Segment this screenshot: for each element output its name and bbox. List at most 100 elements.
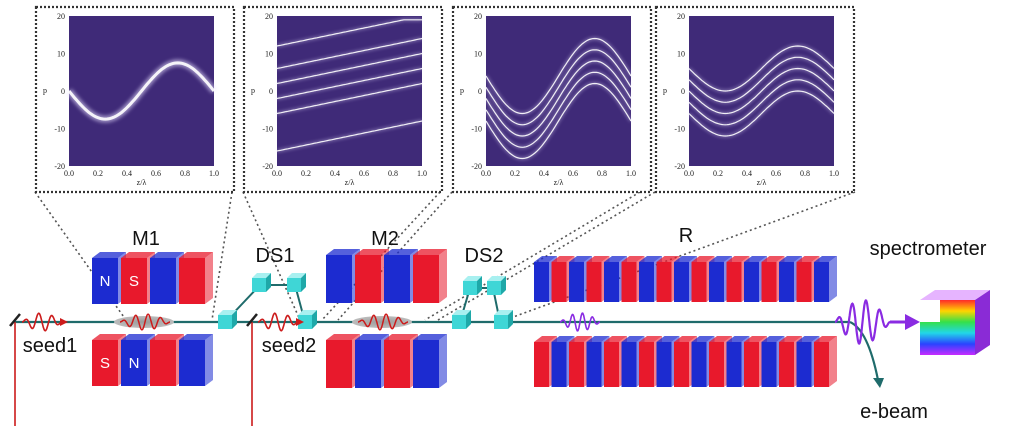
y-tick-label: 0 bbox=[269, 87, 273, 96]
y-tick-label: -20 bbox=[54, 162, 65, 171]
m1-wave bbox=[120, 313, 170, 331]
magnet-top bbox=[534, 336, 557, 342]
magnet-top bbox=[796, 336, 820, 342]
magnet-block: N bbox=[121, 334, 155, 386]
magnet-block bbox=[814, 256, 837, 302]
magnet-pole-label: N bbox=[129, 355, 140, 372]
dipole-top bbox=[298, 310, 317, 315]
magnet-top bbox=[586, 256, 610, 262]
magnet-top bbox=[121, 334, 155, 340]
dipole-face bbox=[298, 315, 312, 329]
seed2-arrow bbox=[296, 318, 304, 326]
magnet-top bbox=[726, 336, 750, 342]
phase-curve bbox=[276, 120, 423, 152]
label-m2: M2 bbox=[371, 228, 399, 250]
magnet-face bbox=[744, 342, 759, 387]
magnet-block bbox=[384, 334, 418, 388]
x-tick-label: 0.6 bbox=[151, 169, 161, 178]
magnet-block bbox=[150, 252, 184, 304]
x-tick-label: 0.2 bbox=[510, 169, 520, 178]
chicane-dipole bbox=[252, 273, 271, 292]
ds1-path bbox=[224, 284, 306, 323]
plot-area bbox=[277, 16, 422, 166]
dipole-top bbox=[252, 273, 271, 278]
chicane-dipole bbox=[298, 310, 317, 329]
magnet-top bbox=[674, 256, 697, 262]
magnet-top bbox=[355, 249, 389, 255]
magnet-top bbox=[814, 336, 837, 342]
magnet-top bbox=[604, 256, 627, 262]
magnet-top bbox=[779, 256, 802, 262]
magnet-top bbox=[384, 334, 418, 340]
phase-curve bbox=[276, 37, 423, 70]
magnet-face bbox=[586, 262, 602, 302]
y-tick-label: 20 bbox=[677, 12, 685, 21]
magnet-top bbox=[691, 336, 715, 342]
y-axis-label: p bbox=[43, 86, 47, 95]
radiator-wave bbox=[559, 312, 601, 332]
magnet-top bbox=[179, 252, 213, 258]
magnet-face bbox=[709, 342, 724, 387]
magnet-face bbox=[150, 340, 176, 386]
x-tick-label: 1.0 bbox=[417, 169, 427, 178]
dipole-side bbox=[232, 310, 237, 329]
chicane-dipole bbox=[494, 310, 513, 329]
magnet-face bbox=[814, 342, 829, 387]
y-tick-label: 0 bbox=[61, 87, 65, 96]
y-tick-label: 10 bbox=[265, 50, 273, 59]
magnet-block bbox=[179, 334, 213, 386]
label-seed2: seed2 bbox=[262, 335, 317, 357]
magnet-face bbox=[326, 340, 352, 388]
chicane-dipole bbox=[218, 310, 237, 329]
magnet-top bbox=[551, 256, 575, 262]
dipole-side bbox=[466, 310, 471, 329]
magnet-face bbox=[691, 342, 707, 387]
magnet-side bbox=[829, 336, 837, 387]
phase-curve bbox=[688, 79, 835, 126]
magnet-face bbox=[726, 262, 742, 302]
magnet-face bbox=[150, 258, 176, 304]
electron-beam-dump-path bbox=[849, 320, 880, 381]
x-axis-label: z/λ bbox=[137, 178, 147, 187]
dipole-face bbox=[218, 315, 232, 329]
magnet-block bbox=[586, 256, 610, 302]
dipole-face bbox=[452, 315, 466, 329]
y-tick-label: 0 bbox=[478, 87, 482, 96]
magnet-face bbox=[121, 258, 147, 304]
magnet-face bbox=[621, 342, 637, 387]
electron-beam-arrow bbox=[873, 378, 884, 388]
magnet-face bbox=[121, 340, 147, 386]
m2-wave bbox=[358, 313, 408, 331]
magnet-pole-label: S bbox=[129, 273, 139, 290]
magnet-face bbox=[179, 258, 205, 304]
magnet-side bbox=[205, 252, 213, 304]
phase-curve bbox=[276, 67, 423, 100]
x-tick-label: 1.0 bbox=[626, 169, 636, 178]
x-axis-label: z/λ bbox=[554, 178, 564, 187]
phase-curve bbox=[688, 56, 835, 103]
magnet-top bbox=[150, 334, 184, 340]
magnet-block bbox=[384, 249, 418, 303]
magnet-face bbox=[779, 342, 794, 387]
dipole-side bbox=[501, 276, 506, 295]
magnet-face bbox=[656, 262, 672, 302]
magnet-face bbox=[796, 262, 812, 302]
seed2-mirror bbox=[246, 313, 258, 327]
dipole-top bbox=[452, 310, 471, 315]
magnet-face bbox=[384, 340, 410, 388]
magnet-top bbox=[569, 256, 592, 262]
phase-curve bbox=[485, 60, 632, 137]
magnet-face bbox=[569, 262, 584, 302]
y-tick-label: 20 bbox=[57, 12, 65, 21]
magnet-top bbox=[569, 336, 592, 342]
x-tick-label: 0.6 bbox=[771, 169, 781, 178]
magnet-side bbox=[829, 256, 837, 302]
magnet-face bbox=[814, 262, 829, 302]
x-tick-label: 0.0 bbox=[684, 169, 694, 178]
magnet-block bbox=[355, 249, 389, 303]
magnet-top bbox=[779, 336, 802, 342]
y-tick-label: -10 bbox=[54, 125, 65, 134]
magnet-top bbox=[92, 334, 126, 340]
magnet-face bbox=[355, 255, 381, 303]
